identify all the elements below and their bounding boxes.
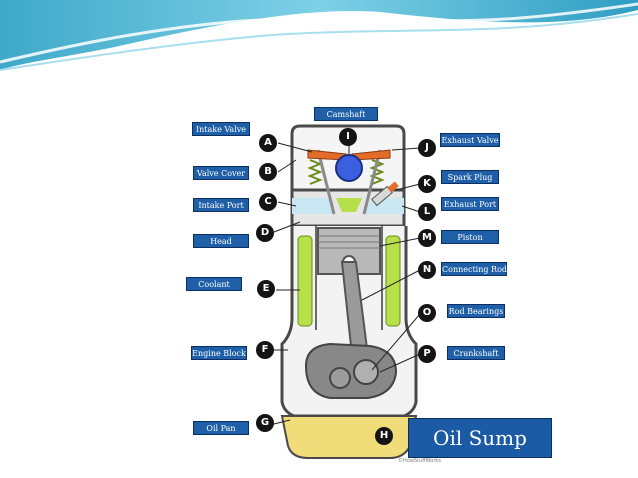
label-rod-bearings: Rod Bearings: [447, 304, 505, 318]
label-camshaft: Camshaft: [314, 107, 378, 121]
marker-j: J: [418, 139, 436, 157]
label-exhaust-port: Exhaust Port: [441, 197, 499, 211]
label-intake-port: Intake Port: [193, 198, 249, 212]
marker-c: C: [259, 193, 277, 211]
exhaust-spring: [369, 159, 385, 185]
intake-valve-stem: [316, 149, 336, 215]
crankshaft-shape: [304, 342, 398, 399]
coolant-right: [385, 235, 401, 327]
marker-f: F: [256, 341, 274, 359]
camshaft-shape: [335, 154, 363, 182]
label-head: Head: [193, 234, 249, 248]
combustion-chamber: [336, 198, 362, 212]
label-valve-cover: Valve Cover: [193, 166, 249, 180]
coolant-left: [297, 235, 313, 327]
oil-pan-shape: [280, 415, 418, 459]
marker-l: L: [418, 203, 436, 221]
marker-o: O: [418, 304, 436, 322]
label-engine-block: Engine Block: [191, 346, 247, 360]
label-coolant: Coolant: [186, 277, 242, 291]
wave-banner: [0, 0, 638, 71]
intake-port-shape: [292, 198, 336, 214]
image-credit: ©HowStuffWorks: [398, 458, 441, 464]
leader-lines: [273, 142, 421, 425]
marker-h: H: [375, 427, 393, 445]
label-oil-pan: Oil Pan: [193, 421, 249, 435]
marker-p: P: [418, 345, 436, 363]
marker-b: B: [259, 163, 277, 181]
marker-a: A: [259, 134, 277, 152]
marker-k: K: [418, 175, 436, 193]
marker-i: I: [339, 128, 357, 146]
label-crankshaft: Crankshaft: [447, 346, 505, 360]
marker-m: M: [418, 229, 436, 247]
marker-d: D: [256, 224, 274, 242]
label-connecting-rod: Connecting Rod: [441, 262, 507, 276]
label-exhaust-valve: Exhaust Valve: [440, 133, 500, 147]
label-piston: Piston: [441, 230, 499, 244]
spark-plug-shape: [371, 181, 399, 207]
oil-sump-label: Oil Sump: [408, 418, 552, 458]
exhaust-valve-stem: [362, 149, 382, 215]
marker-g: G: [256, 414, 274, 432]
marker-n: N: [418, 261, 436, 279]
marker-e: E: [257, 280, 275, 298]
label-intake-valve: Intake Valve: [192, 122, 250, 136]
label-spark-plug: Spark Plug: [441, 170, 499, 184]
